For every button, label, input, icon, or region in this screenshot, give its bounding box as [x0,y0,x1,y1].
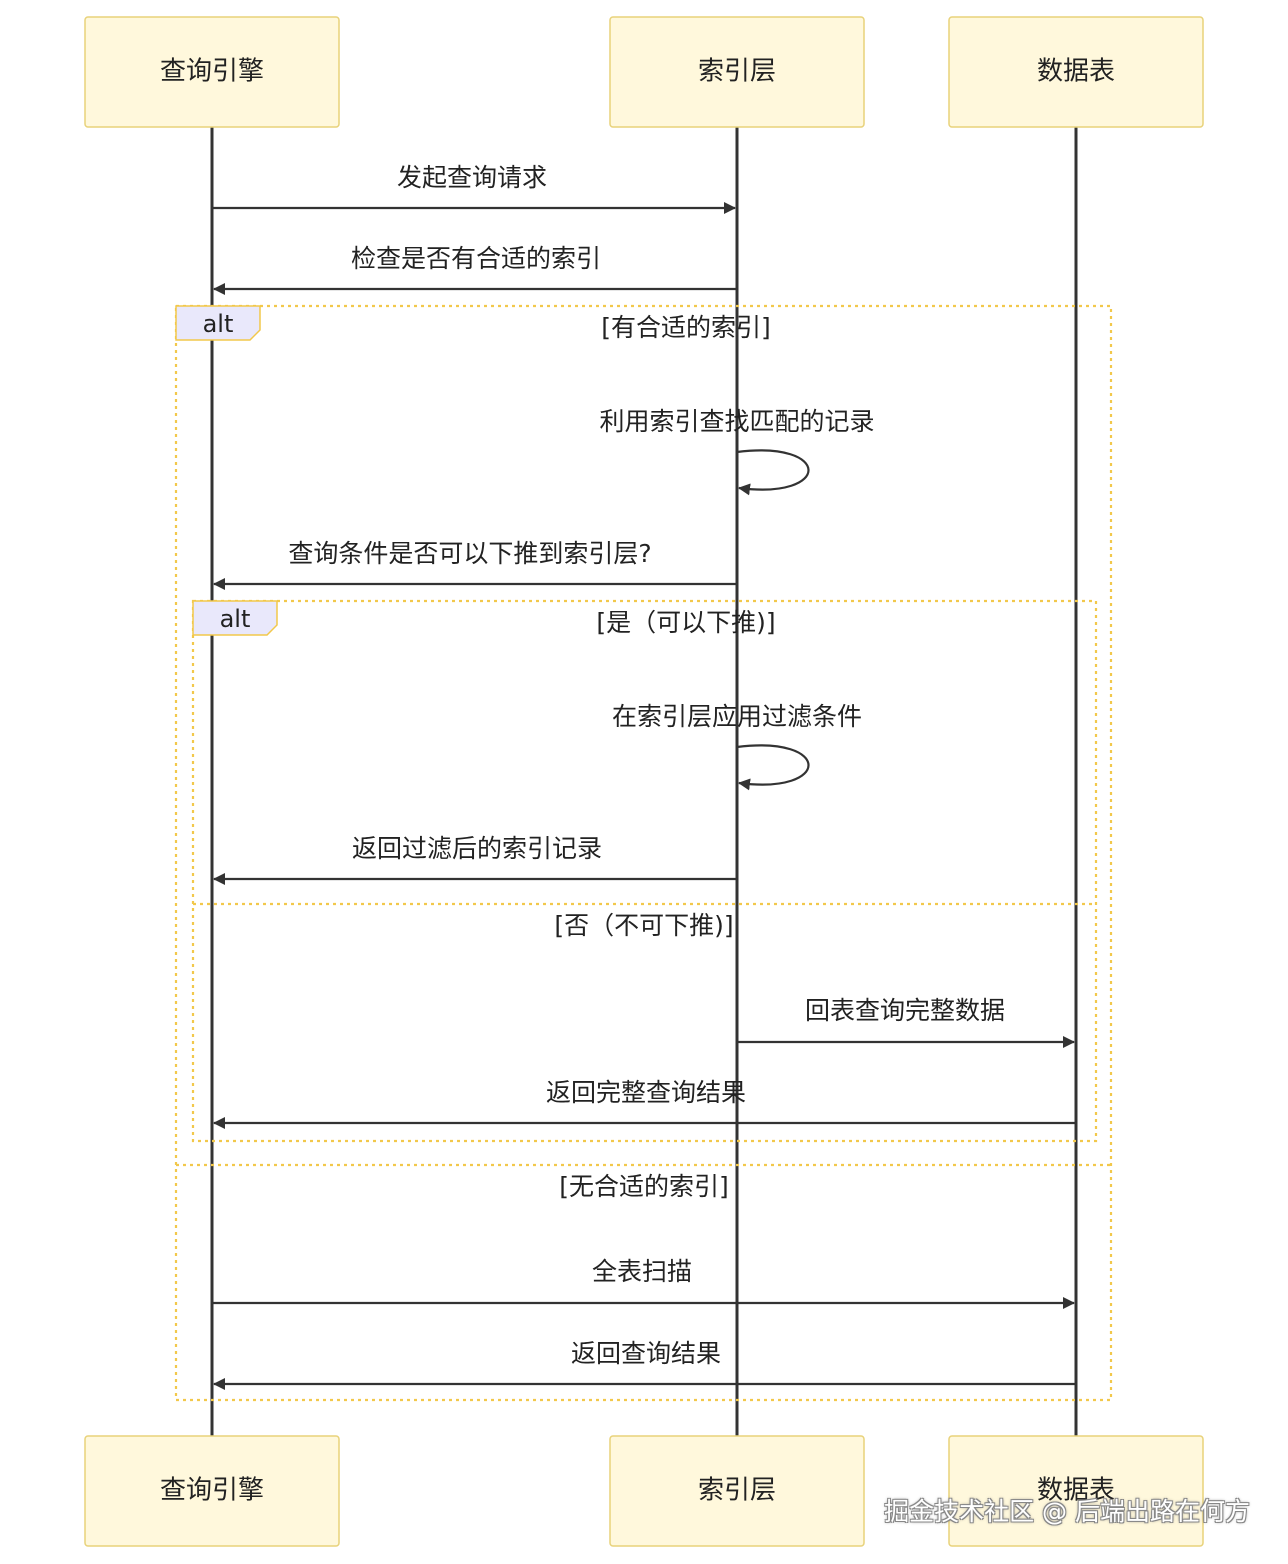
message-label-6: 返回过滤后的索引记录 [352,834,602,863]
message-label-3: 利用索引查找匹配的记录 [599,407,874,436]
actor-index-layer-bottom: 索引层 [609,1435,865,1547]
inner-alt-label: alt [220,605,251,633]
outer-alt-tab [175,305,261,341]
message-label-1: 发起查询请求 [397,163,547,192]
actor-label: 查询引擎 [160,57,264,87]
actor-label: 数据表 [1037,1476,1115,1506]
actor-label: 查询引擎 [160,1476,264,1506]
actor-data-table-bottom: 数据表 [948,1435,1204,1547]
message-label-8: 返回完整查询结果 [546,1078,746,1107]
outer-alt-condition-2: [无合适的索引] [559,1172,729,1201]
self-arrow-5 [736,744,810,791]
actor-query-engine-bottom: 查询引擎 [84,1435,340,1547]
message-label-7: 回表查询完整数据 [805,996,1005,1025]
inner-alt-tab [192,600,278,636]
message-label-5: 在索引层应用过滤条件 [612,702,862,731]
actor-label: 数据表 [1037,57,1115,87]
actor-label: 索引层 [698,57,776,87]
message-label-4: 查询条件是否可以下推到索引层? [288,539,651,568]
inner-alt-condition-1: [是（可以下推)] [596,608,775,637]
actor-label: 索引层 [698,1476,776,1506]
inner-alt-frame [191,599,1098,1143]
message-label-10: 返回查询结果 [571,1339,721,1368]
actor-query-engine-top: 查询引擎 [84,16,340,128]
outer-alt-frame [174,304,1113,1402]
actor-index-layer-top: 索引层 [609,16,865,128]
outer-alt-condition-1: [有合适的索引] [601,313,771,342]
outer-alt-label: alt [203,310,234,338]
message-label-2: 检查是否有合适的索引 [351,244,601,273]
self-arrow-3 [736,449,810,496]
actor-data-table-top: 数据表 [948,16,1204,128]
message-label-9: 全表扫描 [592,1257,692,1286]
inner-alt-condition-2: [否（不可下推)] [554,911,733,940]
watermark: 掘金技术社区 @ 后端出路在何方 [884,1497,1250,1526]
